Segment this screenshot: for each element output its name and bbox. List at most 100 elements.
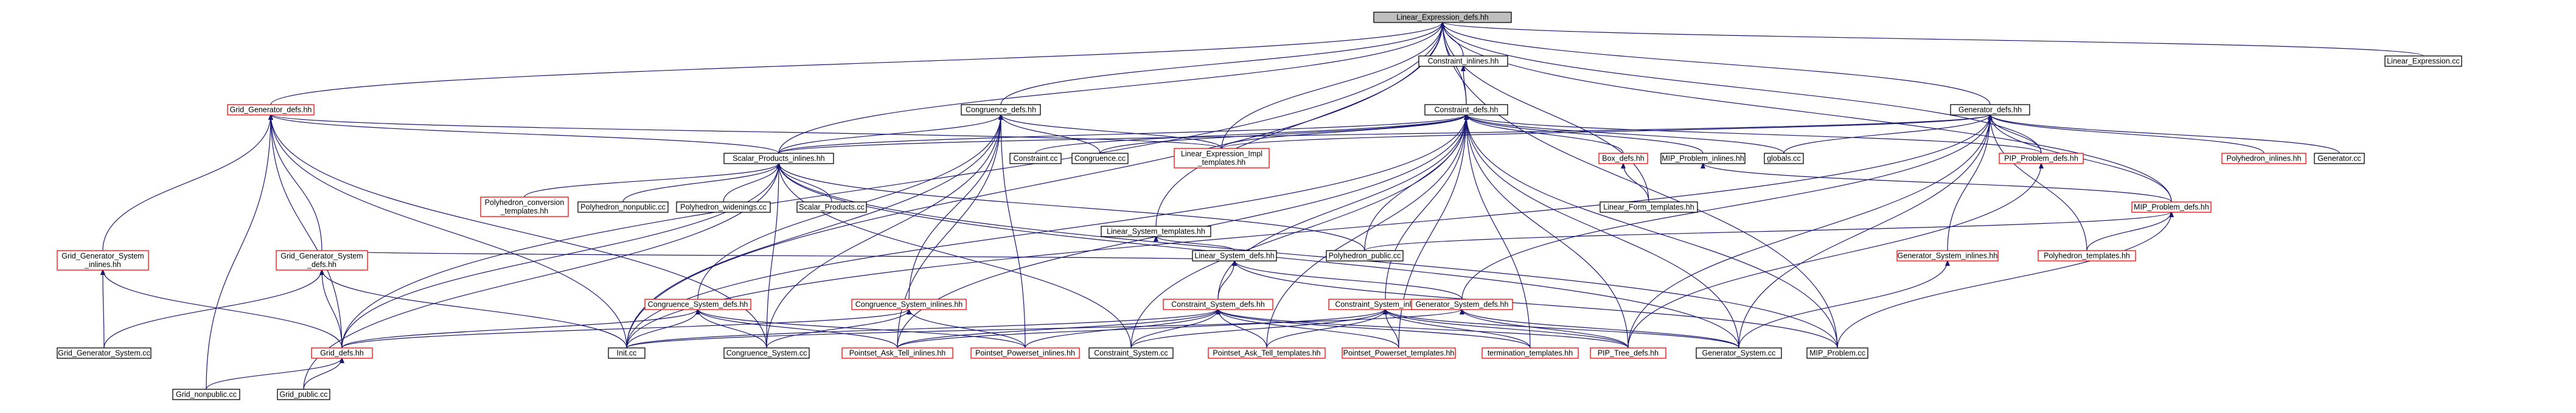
node-box[interactable]	[276, 250, 368, 271]
node-polyhedron-conversion-templates-hh[interactable]: Polyhedron_conversion_templates.hh	[480, 196, 569, 217]
node-box[interactable]	[796, 201, 867, 213]
node-grid-defs-hh[interactable]: Grid_defs.hh	[311, 347, 373, 359]
node-congruence-system-inlines-hh[interactable]: Congruence_System_inlines.hh	[851, 299, 967, 310]
node-box[interactable]	[227, 104, 315, 116]
node-box[interactable]	[1950, 104, 2030, 116]
node-mip-problem-inlines-hh[interactable]: MIP_Problem_inlines.hh	[1660, 153, 1746, 164]
node-termination-templates-hh[interactable]: termination_templates.hh	[1481, 347, 1579, 359]
node-generator-cc[interactable]: Generator.cc	[2314, 153, 2365, 164]
node-polyhedron-templates-hh[interactable]: Polyhedron_templates.hh	[2038, 250, 2136, 262]
node-grid-generator-system-defs-hh[interactable]: Grid_Generator_System_defs.hh	[276, 250, 368, 271]
node-box[interactable]	[57, 347, 151, 359]
node-box[interactable]	[961, 104, 1041, 116]
node-grid-nonpublic-cc[interactable]: Grid_nonpublic.cc	[172, 389, 240, 400]
node-linear-system-defs-hh[interactable]: Linear_System_defs.hh	[1192, 250, 1277, 262]
node-box[interactable]	[2384, 55, 2462, 67]
node-congruence-system-defs-hh[interactable]: Congruence_System_defs.hh	[644, 299, 751, 310]
node-box[interactable]	[851, 299, 967, 310]
node-box[interactable]	[1999, 153, 2084, 164]
node-constraint-defs-hh[interactable]: Constraint_defs.hh	[1424, 104, 1508, 116]
node-grid-generator-system-cc[interactable]: Grid_Generator_System.cc	[57, 347, 151, 359]
node-globals-cc[interactable]: globals.cc	[1764, 153, 1804, 164]
node-box[interactable]	[1326, 250, 1404, 262]
node-box[interactable]	[644, 299, 751, 310]
node-box[interactable]	[723, 347, 810, 359]
node-box[interactable]	[1163, 299, 1273, 310]
node-box[interactable]	[1411, 299, 1513, 310]
node-generator-system-defs-hh[interactable]: Generator_System_defs.hh	[1411, 299, 1513, 310]
node-box[interactable]	[1481, 347, 1579, 359]
node-constraint-system-cc[interactable]: Constraint_System.cc	[1088, 347, 1174, 359]
node-scalar-products-cc[interactable]: Scalar_Products.cc	[796, 201, 867, 213]
node-pointset-ask-tell-inlines-hh[interactable]: Pointset_Ask_Tell_inlines.hh	[841, 347, 953, 359]
node-box[interactable]	[480, 196, 569, 217]
node-box[interactable]	[577, 201, 669, 213]
node-box[interactable]	[2314, 153, 2365, 164]
node-box[interactable]	[1101, 226, 1211, 237]
node-generator-system-cc[interactable]: Generator_System.cc	[1696, 347, 1782, 359]
node-box[interactable]	[1174, 148, 1270, 168]
node-box[interactable]	[1806, 347, 1868, 359]
node-congruence-defs-hh[interactable]: Congruence_defs.hh	[961, 104, 1041, 116]
node-box[interactable]	[277, 389, 330, 400]
node-constraint-cc[interactable]: Constraint.cc	[1009, 153, 1062, 164]
node-box[interactable]	[1088, 347, 1174, 359]
node-pointset-powerset-inlines-hh[interactable]: Pointset_Powerset_inlines.hh	[970, 347, 1080, 359]
node-box[interactable]	[1896, 250, 1999, 262]
node-constraint-system-defs-hh[interactable]: Constraint_System_defs.hh	[1163, 299, 1273, 310]
node-box[interactable]	[1071, 153, 1129, 164]
node-mip-problem-defs-hh[interactable]: MIP_Problem_defs.hh	[2131, 201, 2212, 213]
node-box[interactable]	[172, 389, 240, 400]
node-grid-generator-system-inlines-hh[interactable]: Grid_Generator_System_inlines.hh	[57, 250, 149, 271]
node-linear-expression-defs-hh[interactable]: Linear_Expression_defs.hh	[1373, 12, 1512, 23]
node-init-cc[interactable]: Init.cc	[608, 347, 646, 359]
node-pointset-powerset-templates-hh[interactable]: Pointset_Powerset_templates.hh	[1342, 347, 1456, 359]
node-box[interactable]	[2221, 153, 2306, 164]
node-constraint-inlines-hh[interactable]: Constraint_inlines.hh	[1418, 55, 1508, 67]
node-box[interactable]	[311, 347, 373, 359]
node-congruence-system-cc[interactable]: Congruence_System.cc	[723, 347, 810, 359]
node-linear-expression-impl-templates-hh[interactable]: Linear_Expression_Impl_templates.hh	[1174, 148, 1270, 168]
node-polyhedron-inlines-hh[interactable]: Polyhedron_inlines.hh	[2221, 153, 2306, 164]
node-congruence-cc[interactable]: Congruence.cc	[1071, 153, 1129, 164]
node-box[interactable]	[1208, 347, 1326, 359]
node-box[interactable]	[970, 347, 1080, 359]
node-box[interactable]	[2038, 250, 2136, 262]
node-generator-defs-hh[interactable]: Generator_defs.hh	[1950, 104, 2030, 116]
node-box[interactable]	[723, 153, 834, 164]
node-mip-problem-cc[interactable]: MIP_Problem.cc	[1806, 347, 1868, 359]
node-box[interactable]	[1598, 153, 1648, 164]
node-box[interactable]	[1418, 55, 1508, 67]
node-pip-problem-defs-hh[interactable]: PIP_Problem_defs.hh	[1999, 153, 2084, 164]
node-box[interactable]	[1373, 12, 1512, 23]
node-box[interactable]	[1342, 347, 1456, 359]
node-grid-generator-defs-hh[interactable]: Grid_Generator_defs.hh	[227, 104, 315, 116]
node-linear-form-templates-hh[interactable]: Linear_Form_templates.hh	[1600, 201, 1698, 213]
node-box[interactable]	[676, 201, 771, 213]
node-box[interactable]	[57, 250, 149, 271]
node-polyhedron-public-cc[interactable]: Polyhedron_public.cc	[1326, 250, 1404, 262]
node-box[interactable]	[1424, 104, 1508, 116]
node-polyhedron-widenings-cc[interactable]: Polyhedron_widenings.cc	[676, 201, 771, 213]
node-pointset-ask-tell-templates-hh[interactable]: Pointset_Ask_Tell_templates.hh	[1208, 347, 1326, 359]
node-box[interactable]	[1660, 153, 1746, 164]
node-box[interactable]	[1764, 153, 1804, 164]
node-scalar-products-inlines-hh[interactable]: Scalar_Products_inlines.hh	[723, 153, 834, 164]
node-label: Constraint_defs.hh	[1435, 106, 1499, 114]
node-generator-system-inlines-hh[interactable]: Generator_System_inlines.hh	[1896, 250, 1999, 262]
node-box[interactable]	[1009, 153, 1062, 164]
node-box[interactable]	[1600, 201, 1698, 213]
node-box[interactable]	[608, 347, 646, 359]
node-linear-expression-cc[interactable]: Linear_Expression.cc	[2384, 55, 2462, 67]
node-grid-public-cc[interactable]: Grid_public.cc	[277, 389, 330, 400]
node-pip-tree-defs-hh[interactable]: PIP_Tree_defs.hh	[1590, 347, 1666, 359]
node-box[interactable]	[841, 347, 953, 359]
node-box[interactable]	[1192, 250, 1277, 262]
node-box[interactable]	[1590, 347, 1666, 359]
node-box[interactable]	[2131, 201, 2212, 213]
node-polyhedron-nonpublic-cc[interactable]: Polyhedron_nonpublic.cc	[577, 201, 669, 213]
node-linear-system-templates-hh[interactable]: Linear_System_templates.hh	[1101, 226, 1211, 237]
node-box-defs-hh[interactable]: Box_defs.hh	[1598, 153, 1648, 164]
node-box[interactable]	[1696, 347, 1782, 359]
